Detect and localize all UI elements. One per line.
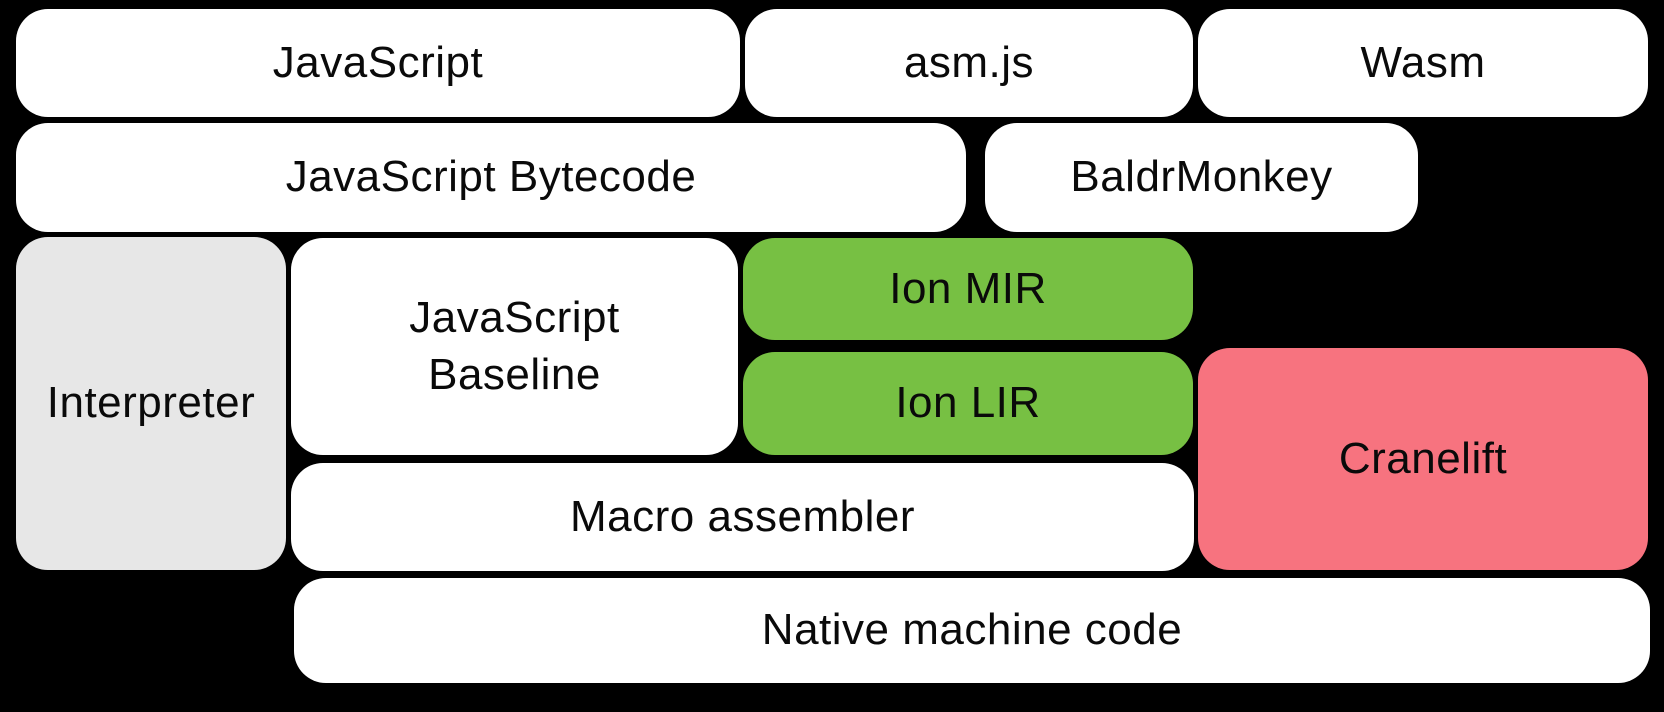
box-ion-mir: Ion MIR (743, 238, 1193, 340)
box-javascript-baseline-label: JavaScript Baseline (409, 293, 620, 399)
box-baldrmonkey-label: BaldrMonkey (1070, 152, 1333, 202)
box-javascript-baseline: JavaScript Baseline (291, 238, 738, 455)
box-javascript-bytecode-label: JavaScript Bytecode (285, 152, 697, 202)
box-ion-lir-label: Ion LIR (895, 378, 1041, 428)
box-native-machine-code-label: Native machine code (761, 605, 1183, 655)
box-cranelift: Cranelift (1198, 348, 1648, 570)
box-javascript: JavaScript (16, 9, 740, 117)
box-native-machine-code: Native machine code (294, 578, 1650, 683)
box-ion-lir: Ion LIR (743, 352, 1193, 455)
box-javascript-bytecode: JavaScript Bytecode (16, 123, 966, 232)
box-baldrmonkey: BaldrMonkey (985, 123, 1418, 232)
box-ion-mir-label: Ion MIR (889, 263, 1047, 313)
box-asmjs-label: asm.js (903, 37, 1035, 87)
box-macro-assembler-label: Macro assembler (570, 491, 915, 541)
box-asmjs: asm.js (745, 9, 1193, 117)
box-macro-assembler: Macro assembler (291, 463, 1194, 571)
box-javascript-label: JavaScript (272, 37, 484, 87)
box-cranelift-label: Cranelift (1338, 433, 1508, 483)
box-wasm-label: Wasm (1360, 37, 1486, 87)
box-interpreter: Interpreter (16, 237, 286, 570)
box-wasm: Wasm (1198, 9, 1648, 117)
box-interpreter-label: Interpreter (46, 378, 256, 428)
